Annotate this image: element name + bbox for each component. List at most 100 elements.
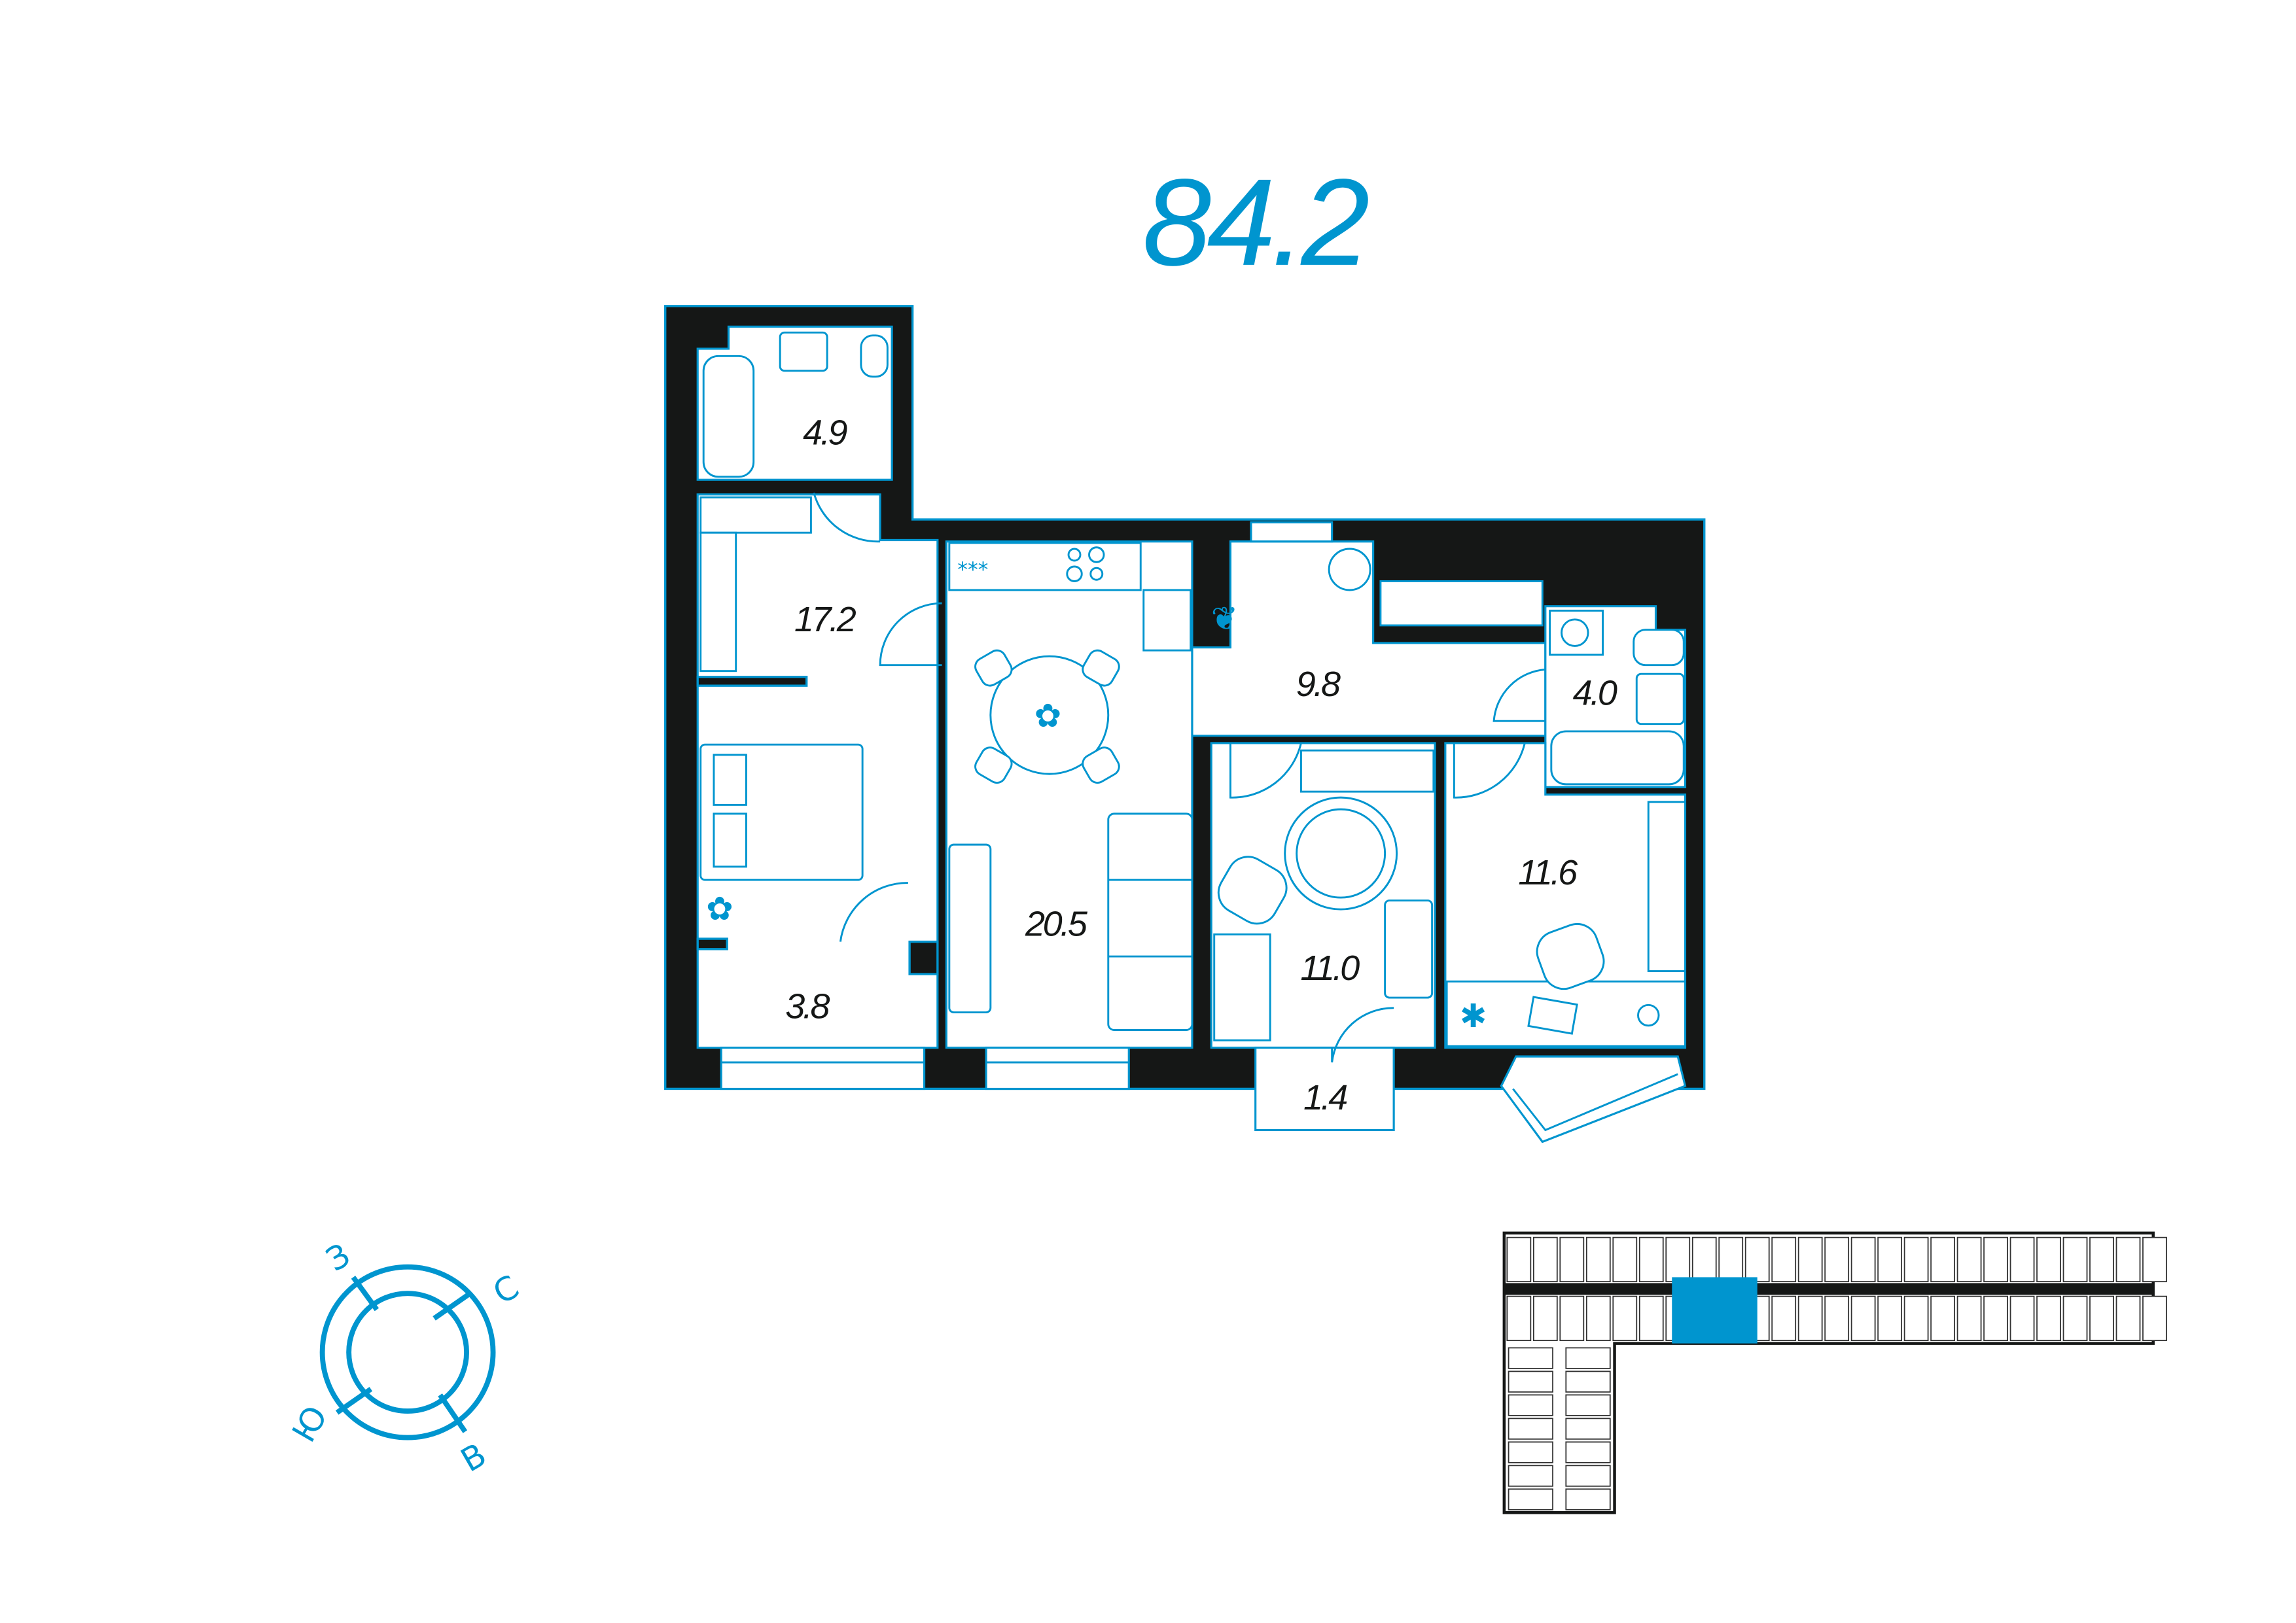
room-area-label: 11.6 — [1518, 853, 1578, 892]
wall — [696, 937, 728, 951]
minimap-unit — [1508, 1488, 1553, 1510]
chair-icon — [1082, 649, 1120, 687]
highlighted-apartment — [1672, 1277, 1757, 1344]
room-area-label: 1.4 — [1303, 1078, 1347, 1117]
door-swing — [1331, 1007, 1394, 1063]
laptop-icon — [1527, 996, 1578, 1035]
compass-east: В — [454, 1435, 492, 1479]
minimap-unit — [2115, 1236, 2141, 1283]
minimap-unit — [1930, 1236, 1956, 1283]
minimap-unit — [1638, 1236, 1664, 1283]
minimap-unit — [1612, 1236, 1638, 1283]
chair-icon — [1082, 746, 1120, 784]
minimap-unit — [1638, 1295, 1664, 1342]
room-hall-2[interactable] — [1191, 540, 1547, 737]
compass-tick — [351, 1276, 380, 1312]
minimap-unit — [1585, 1295, 1611, 1342]
wall — [908, 940, 939, 975]
compass-tick — [335, 1387, 373, 1415]
minimap-unit — [2115, 1295, 2141, 1342]
minimap-unit — [1559, 1295, 1585, 1342]
washing-machine-icon — [1328, 548, 1371, 591]
door-swing — [879, 602, 942, 667]
sofa-icon — [1107, 812, 1193, 1031]
minimap-unit — [1930, 1295, 1956, 1342]
fridge-icon: *** — [957, 559, 988, 582]
minimap-unit — [1824, 1236, 1850, 1283]
minimap-unit — [1903, 1295, 1929, 1342]
room-area-label: 9.8 — [1296, 665, 1341, 704]
dining-table-icon — [989, 655, 1110, 775]
compass: З С Ю В — [285, 1236, 525, 1480]
minimap-unit — [1565, 1465, 1611, 1487]
room-balcony[interactable] — [1254, 1046, 1395, 1132]
minimap-unit — [1565, 1488, 1611, 1510]
wardrobe — [699, 531, 737, 672]
armchair-icon — [1217, 856, 1288, 925]
tv-stand-icon — [948, 843, 992, 1013]
bay-window — [1500, 1055, 1687, 1143]
building-minimap — [1502, 1231, 2167, 1514]
minimap-unit — [2062, 1295, 2088, 1342]
minimap-unit — [1585, 1236, 1611, 1283]
minimap-unit — [1956, 1295, 1982, 1342]
minimap-unit — [1744, 1236, 1770, 1283]
wardrobe — [699, 496, 812, 534]
pillow — [713, 812, 747, 868]
minimap-unit — [2089, 1236, 2114, 1283]
kitchen-counter — [1142, 589, 1192, 652]
minimap-unit — [1508, 1418, 1553, 1440]
minimap-unit — [1956, 1236, 1982, 1283]
sink-icon — [1635, 672, 1685, 725]
door-swing — [1229, 742, 1302, 799]
minimap-unit — [1983, 1236, 2009, 1283]
minimap-unit — [1508, 1347, 1553, 1369]
minimap-unit — [1665, 1236, 1691, 1283]
window — [985, 1046, 1130, 1091]
minimap-unit — [1877, 1236, 1903, 1283]
minimap-unit — [1718, 1236, 1744, 1283]
room-bedroom-2[interactable] — [1444, 742, 1687, 1049]
compass-tick — [438, 1393, 468, 1433]
minimap-unit — [1797, 1236, 1823, 1283]
compass-west: З — [320, 1236, 357, 1279]
minimap-unit — [2009, 1236, 2035, 1283]
minimap-unit — [1797, 1295, 1823, 1342]
bathtub-icon — [702, 355, 755, 478]
plant-icon: ✿ — [1034, 697, 1061, 735]
minimap-unit — [1877, 1295, 1903, 1342]
toilet-icon — [860, 334, 889, 378]
desk-icon — [1213, 933, 1271, 1041]
plant-icon: ✿ — [706, 890, 733, 928]
door-swing — [839, 882, 908, 942]
chair-icon — [974, 746, 1013, 784]
shelf-icon — [1647, 801, 1686, 973]
door-swing — [1492, 668, 1545, 722]
room-area-label: 4.0 — [1573, 673, 1617, 712]
minimap-unit — [1506, 1236, 1532, 1283]
minimap-unit — [1565, 1441, 1611, 1463]
minimap-unit — [2142, 1295, 2167, 1342]
chair-icon — [1536, 923, 1605, 990]
pillow — [713, 754, 747, 806]
bay-window-glass — [1512, 1073, 1678, 1132]
minimap-unit — [1850, 1236, 1876, 1283]
wardrobe — [1299, 749, 1435, 793]
door-swing — [813, 493, 881, 543]
minimap-unit — [1506, 1295, 1532, 1342]
room-area-label: 4.9 — [803, 413, 847, 452]
compass-south: Ю — [285, 1399, 335, 1448]
minimap-unit — [1565, 1370, 1611, 1393]
minimap-unit — [1565, 1347, 1611, 1369]
minimap-unit — [1565, 1418, 1611, 1440]
chair-icon — [974, 649, 1013, 687]
compass-tick — [433, 1293, 470, 1321]
bathtub-icon — [1550, 730, 1685, 786]
compass-north: С — [487, 1268, 525, 1312]
minimap-unit — [1508, 1370, 1553, 1393]
minimap-unit — [1903, 1236, 1929, 1283]
wardrobe — [1379, 580, 1544, 627]
room-area-label: 3.8 — [785, 987, 830, 1026]
minimap-unit — [1771, 1295, 1797, 1342]
